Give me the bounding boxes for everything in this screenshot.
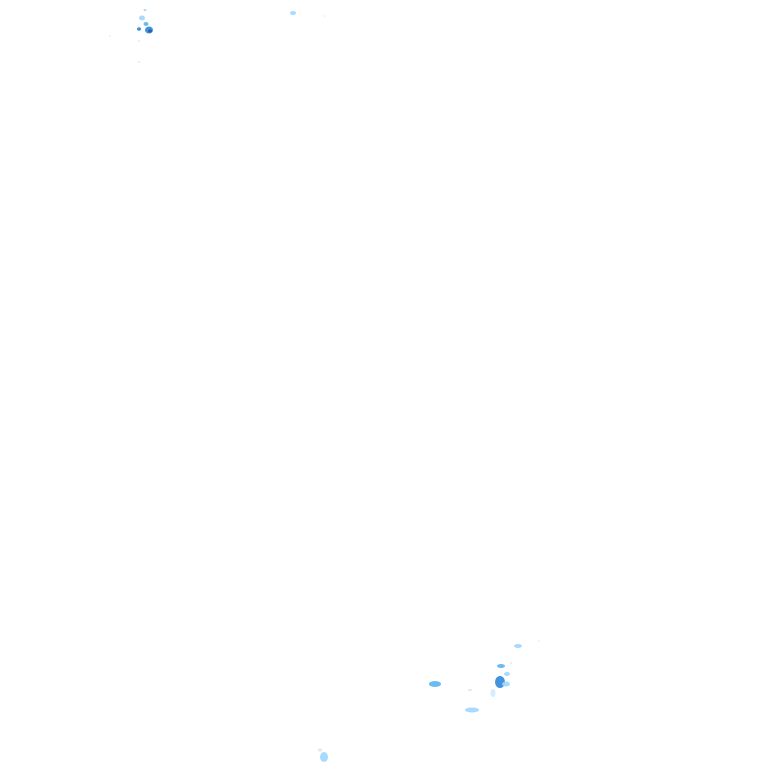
- echo-cell: [514, 644, 522, 648]
- echo-cluster-top-left: [109, 9, 153, 63]
- echo-cell: [318, 748, 322, 752]
- echo-cluster-bottom-center: [318, 748, 328, 762]
- echo-cell: [143, 9, 147, 11]
- echo-cell: [468, 689, 472, 691]
- echo-cell: [497, 664, 505, 668]
- echo-cluster-top-center: [290, 11, 326, 17]
- echo-cell: [324, 15, 326, 17]
- echo-cell: [495, 676, 505, 688]
- echo-cell: [137, 27, 141, 31]
- echo-cell: [143, 22, 149, 26]
- echo-cell: [109, 35, 111, 37]
- echo-cell: [320, 752, 328, 762]
- echo-cell: [510, 662, 512, 664]
- echo-cell: [148, 29, 152, 33]
- echo-cell: [465, 707, 479, 713]
- echo-cluster-bottom-right: [429, 640, 540, 713]
- echo-cell: [490, 689, 496, 697]
- echo-cell: [139, 15, 145, 21]
- echo-cell: [502, 681, 510, 687]
- echo-cell: [290, 11, 296, 15]
- echo-cell: [138, 40, 140, 42]
- echo-cell: [538, 640, 540, 642]
- echo-cell: [138, 61, 140, 63]
- echo-cell: [504, 672, 510, 676]
- echo-cell: [429, 681, 441, 687]
